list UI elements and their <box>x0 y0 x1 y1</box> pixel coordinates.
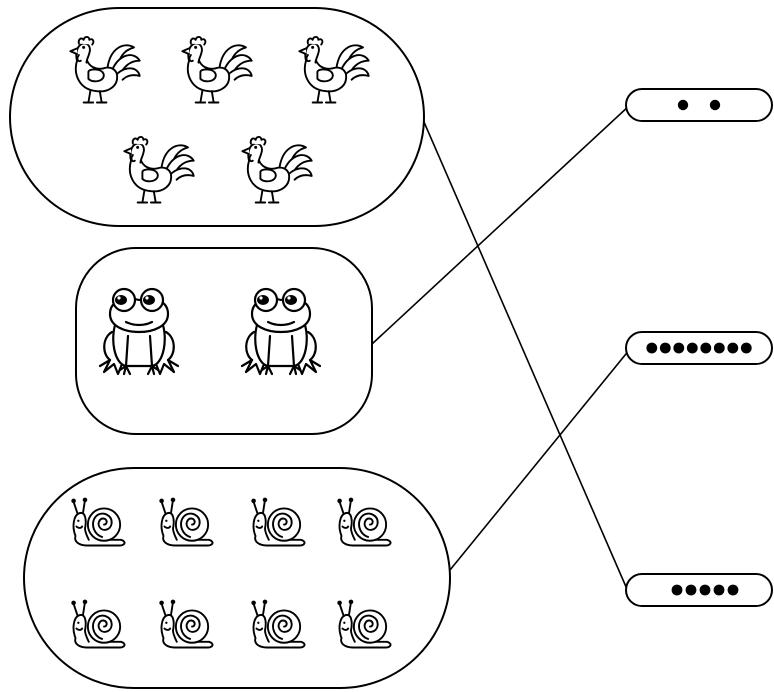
dot <box>700 342 712 354</box>
dot <box>686 342 698 354</box>
dot <box>713 342 725 354</box>
dot-card-five <box>625 573 773 607</box>
dot <box>740 342 752 354</box>
dot <box>713 584 725 596</box>
connect-snails-to-eight-dots <box>449 348 631 571</box>
dot <box>677 99 689 111</box>
dot <box>709 99 721 111</box>
connect-frogs-to-two-dots <box>371 104 631 345</box>
dot <box>685 584 697 596</box>
connect-roosters-to-five-dots <box>423 121 631 597</box>
dot <box>673 342 685 354</box>
connection-lines <box>371 104 631 597</box>
dot <box>646 342 658 354</box>
dot <box>727 342 739 354</box>
dot-row <box>646 342 752 354</box>
rooster-group <box>9 7 425 227</box>
dot-row <box>677 99 721 111</box>
dot <box>659 342 671 354</box>
snail-group <box>23 467 451 689</box>
dot-card-two <box>625 88 773 122</box>
dot <box>699 584 711 596</box>
dot-row <box>671 584 739 596</box>
dot <box>727 584 739 596</box>
dot-card-eight <box>625 331 773 365</box>
dot <box>671 584 683 596</box>
frog-group <box>75 247 373 435</box>
